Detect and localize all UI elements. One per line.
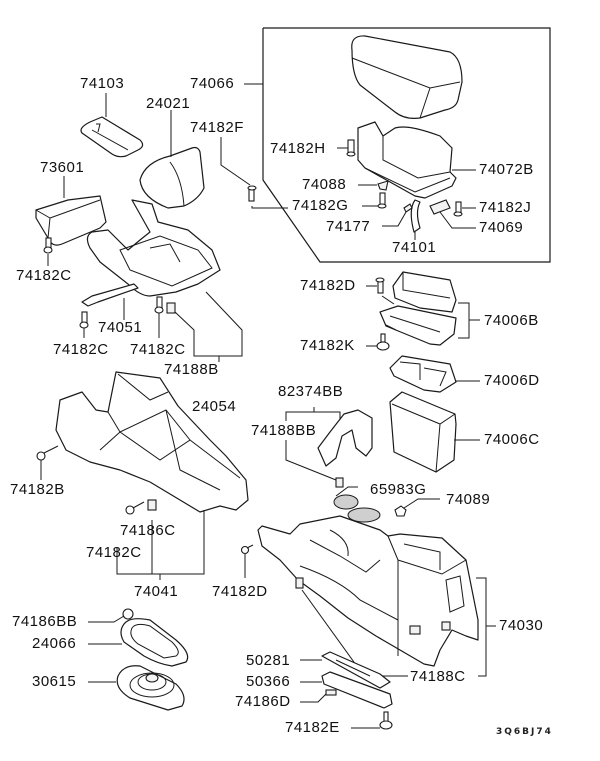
lower-console-part-74041[interactable] xyxy=(55,371,249,513)
label-65983G[interactable]: 65983G xyxy=(370,481,427,498)
armrest-base-part[interactable] xyxy=(357,121,457,199)
label-74182C-b[interactable]: 74182C xyxy=(53,341,109,358)
label-74006B[interactable]: 74006B xyxy=(484,312,539,329)
label-30615[interactable]: 30615 xyxy=(32,673,77,690)
mesh-pad-65983G[interactable] xyxy=(333,494,381,523)
screw-74182D-a[interactable] xyxy=(240,544,254,555)
armrest-lid-part[interactable] xyxy=(351,35,463,119)
label-74006C[interactable]: 74006C xyxy=(484,431,540,448)
screw-74182C-c[interactable] xyxy=(154,296,164,314)
shifter-panel-part-24054[interactable] xyxy=(86,199,221,297)
label-74182H[interactable]: 74182H xyxy=(270,140,326,157)
screw-74182E[interactable] xyxy=(379,711,393,730)
screw-74182D-b[interactable] xyxy=(375,277,385,294)
strip-part-74051[interactable] xyxy=(81,283,139,307)
clip-74188BB[interactable] xyxy=(335,477,344,488)
label-74041[interactable]: 74041 xyxy=(134,583,179,600)
pad-part-50281[interactable] xyxy=(321,651,391,689)
label-74089[interactable]: 74089 xyxy=(446,491,491,508)
label-74182E[interactable]: 74182E xyxy=(285,719,340,736)
armrest-group-frame xyxy=(262,27,551,263)
label-74182G[interactable]: 74182G xyxy=(292,197,349,214)
label-74051[interactable]: 74051 xyxy=(98,319,143,336)
label-74186C[interactable]: 74186C xyxy=(120,522,176,539)
screw-74182B[interactable] xyxy=(36,445,59,461)
screw-74182H[interactable] xyxy=(346,139,356,157)
label-74188C[interactable]: 74188C xyxy=(410,668,466,685)
insert-part-74006D[interactable] xyxy=(389,355,457,393)
label-74072B[interactable]: 74072B xyxy=(479,161,534,178)
label-74177[interactable]: 74177 xyxy=(326,218,371,235)
screw-74182J[interactable] xyxy=(453,201,463,217)
tray-part-50366[interactable] xyxy=(321,671,393,709)
clip-74188B[interactable] xyxy=(166,302,176,314)
label-50366[interactable]: 50366 xyxy=(246,673,291,690)
spring-74177[interactable] xyxy=(403,203,413,213)
tray-assy-part-74006B[interactable] xyxy=(379,271,457,346)
screw-74182C-a[interactable] xyxy=(43,237,53,254)
label-24054[interactable]: 24054 xyxy=(192,398,237,415)
shift-boot-part-24021[interactable] xyxy=(139,146,205,209)
screw-74182F[interactable] xyxy=(247,185,257,202)
clip-74188C[interactable] xyxy=(295,577,304,589)
label-74182D-a[interactable]: 74182D xyxy=(212,583,268,600)
screw-74182G[interactable] xyxy=(377,192,387,209)
label-74103[interactable]: 74103 xyxy=(80,75,125,92)
bracket-part-82374BB[interactable] xyxy=(317,409,373,467)
label-74030[interactable]: 74030 xyxy=(499,617,544,634)
label-74188BB[interactable]: 74188BB xyxy=(251,422,317,439)
label-74066[interactable]: 74066 xyxy=(190,75,235,92)
label-74188B[interactable]: 74188B xyxy=(164,361,219,378)
clip-74186C[interactable] xyxy=(147,499,157,511)
label-74101[interactable]: 74101 xyxy=(392,239,437,256)
label-74182D-b[interactable]: 74182D xyxy=(300,277,356,294)
label-82374BB[interactable]: 82374BB xyxy=(278,383,344,400)
drawing-code: 3Q6BJ74 xyxy=(496,727,553,737)
tray-part-74103[interactable] xyxy=(80,116,144,158)
label-74186D[interactable]: 74186D xyxy=(235,693,291,710)
label-74006D[interactable]: 74006D xyxy=(484,372,540,389)
label-73601[interactable]: 73601 xyxy=(40,159,85,176)
retainer-part-24066[interactable] xyxy=(120,618,189,667)
label-24066[interactable]: 24066 xyxy=(32,635,77,652)
label-74186BB[interactable]: 74186BB xyxy=(12,613,78,630)
hinge-74101[interactable] xyxy=(410,199,421,233)
clip-74186D[interactable] xyxy=(325,689,337,696)
bin-part-74006C[interactable] xyxy=(389,391,457,473)
clip-74088[interactable] xyxy=(377,180,389,191)
label-74069[interactable]: 74069 xyxy=(479,219,524,236)
boot-part-30615[interactable] xyxy=(116,665,185,711)
label-74182C-c[interactable]: 74182C xyxy=(130,341,186,358)
label-74088[interactable]: 74088 xyxy=(302,176,347,193)
label-74182C-a[interactable]: 74182C xyxy=(16,267,72,284)
screw-74182K[interactable] xyxy=(376,333,390,351)
clip-74186BB[interactable] xyxy=(122,608,134,620)
label-74182C-d[interactable]: 74182C xyxy=(86,544,142,561)
screw-74182C-d[interactable] xyxy=(125,501,145,515)
label-74182J[interactable]: 74182J xyxy=(479,199,532,216)
label-50281[interactable]: 50281 xyxy=(246,652,291,669)
nut-74089[interactable] xyxy=(394,505,407,517)
label-74182K[interactable]: 74182K xyxy=(300,337,355,354)
label-74182B[interactable]: 74182B xyxy=(10,481,65,498)
label-74182F[interactable]: 74182F xyxy=(190,119,244,136)
label-24021[interactable]: 24021 xyxy=(146,95,191,112)
main-console-part-74030[interactable] xyxy=(257,515,479,667)
latch-74069[interactable] xyxy=(429,199,451,215)
screw-74182C-b[interactable] xyxy=(79,311,89,329)
